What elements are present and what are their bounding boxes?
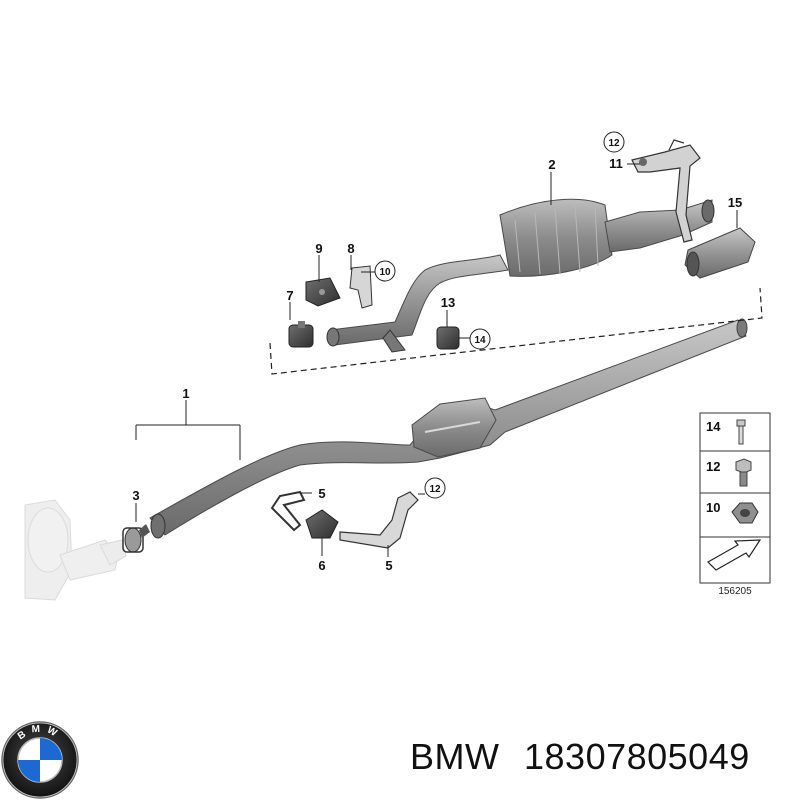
callout-14-circle: 14 <box>469 328 491 350</box>
direction-arrow-icon <box>707 539 762 571</box>
callout-8: 8 <box>347 241 354 256</box>
legend-item-10: 10 <box>706 500 720 515</box>
callout-1: 1 <box>182 386 189 401</box>
hanger-7 <box>288 321 314 348</box>
callout-12-top-circle: 12 <box>603 131 625 153</box>
callout-11: 11 <box>609 156 623 171</box>
bracket-11 <box>631 139 701 243</box>
nut-10-icon <box>731 502 759 524</box>
callout-12-top: 12 <box>608 138 620 149</box>
tail-trim-15 <box>684 227 756 279</box>
callout-12-bottom-circle: 12 <box>424 477 446 499</box>
callout-10-circle: 10 <box>374 260 396 282</box>
engine-manifold-ghost <box>24 499 127 601</box>
callout-7: 7 <box>286 288 293 303</box>
bracket-5-right <box>339 491 419 549</box>
fastener-legend: 14 12 10 156205 <box>699 412 771 597</box>
legend-item-12: 12 <box>706 459 720 474</box>
callout-14: 14 <box>474 335 486 346</box>
callout-12-bottom: 12 <box>429 484 441 495</box>
leader-lines <box>135 163 738 557</box>
diagram-reference-number: 156205 <box>718 586 752 597</box>
rear-muffler <box>499 198 715 277</box>
callout-3: 3 <box>132 488 139 503</box>
bolt-12-icon <box>735 458 752 487</box>
callout-2: 2 <box>548 157 555 172</box>
hanger-6 <box>305 509 339 539</box>
callout-15: 15 <box>728 195 742 210</box>
callout-6: 6 <box>318 558 325 573</box>
hanger-9 <box>305 277 341 307</box>
hanger-13 <box>436 326 460 350</box>
callout-13: 13 <box>441 295 455 310</box>
clamp-3 <box>122 524 150 553</box>
callout-9: 9 <box>315 241 322 256</box>
rear-section-box <box>269 287 763 375</box>
front-pipe-assembly <box>149 318 748 539</box>
part-caption: BMW 18307805049 <box>410 736 750 778</box>
callout-5-right: 5 <box>385 558 392 573</box>
bmw-logo: BMW <box>1 721 79 799</box>
bracket-5-left <box>270 490 306 532</box>
bracket-8 <box>349 265 373 309</box>
bolt-14-icon <box>736 419 746 445</box>
legend-item-14: 14 <box>706 419 721 434</box>
callout-10: 10 <box>379 267 391 278</box>
caption-part-number: 18307805049 <box>524 736 750 777</box>
caption-brand: BMW <box>410 736 500 777</box>
rear-pipe <box>326 254 509 353</box>
callout-5-left: 5 <box>318 486 325 501</box>
